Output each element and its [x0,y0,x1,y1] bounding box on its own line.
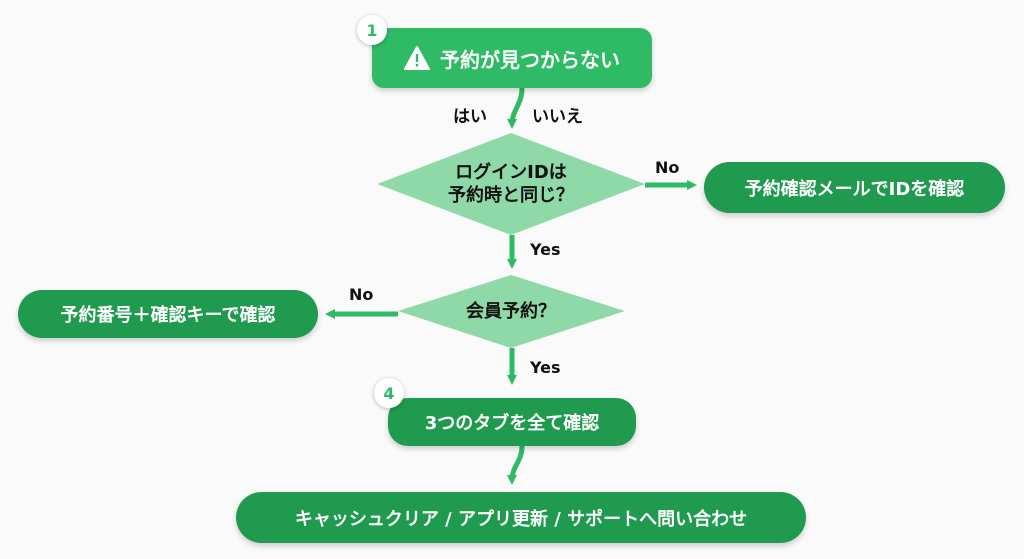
step-badge-4: 4 [374,378,404,408]
final-label: キャッシュクリア / アプリ更新 / サポートへ問い合わせ [294,508,748,530]
decision-diamond-member [398,275,625,348]
decision2-no-label: No [349,285,374,304]
step-badge-1: 1 [357,15,387,45]
decision2-yes-label: Yes [530,358,561,377]
arrow-start-to-decision1 [507,87,525,129]
branch-label-no-ja: いいえ [532,107,583,127]
step4-label: 3つのタブを全て確認 [424,413,600,434]
step4-node: 3つのタブを全て確認 [388,398,636,446]
branch-label-yes-ja: はい [453,107,487,127]
decision1-line1: ログインIDは [455,161,567,183]
action2-label: 予約番号＋確認キーで確認 [60,305,276,326]
final-node: キャッシュクリア / アプリ更新 / サポートへ問い合わせ [236,492,806,543]
start-node: 予約が見つからない [372,28,652,88]
action1-label: 予約確認メールでIDを確認 [744,178,965,200]
decision1-yes-label: Yes [530,240,561,259]
action-check-email-node: 予約確認メールでIDを確認 [704,162,1005,213]
decision2-text: 会員予約？ [466,301,556,323]
arrow-step4-to-final [507,445,525,485]
decision1-no-label: No [655,158,680,177]
decision1-text: ログインIDは 予約時と同じ？ [410,152,612,216]
decision1-line2: 予約時と同じ？ [448,185,574,206]
warning-icon [404,46,430,70]
start-node-label: 予約が見つからない [440,47,620,72]
decision-diamond-login-id [377,133,645,235]
action-reservation-number-node: 予約番号＋確認キーで確認 [18,290,318,338]
